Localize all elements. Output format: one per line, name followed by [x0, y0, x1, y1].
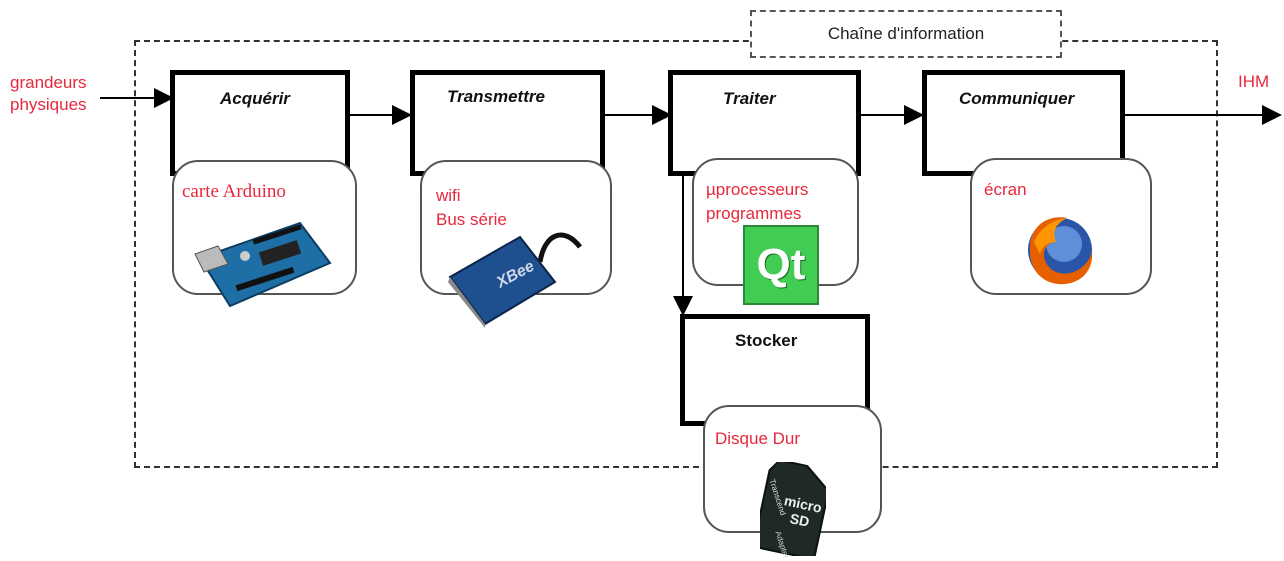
block-stocker-title: Stocker	[735, 331, 798, 350]
input-label: grandeurs physiques	[10, 72, 87, 116]
card-communiquer-text: écran	[984, 180, 1027, 199]
card-traiter-text: µprocesseurs programmes	[706, 178, 808, 226]
card-transmettre-line-2: Bus série	[436, 210, 507, 229]
block-acquerir-title: Acquérir	[220, 89, 290, 108]
card-acquerir-text: carte Arduino	[182, 181, 286, 202]
output-label: IHM	[1238, 72, 1270, 91]
chain-frame	[134, 40, 1218, 468]
input-label-line-1: grandeurs	[10, 73, 87, 92]
card-traiter-line-1: µprocesseurs	[706, 180, 809, 199]
block-transmettre-title: Transmettre	[447, 87, 545, 106]
card-transmettre-line-1: wifi	[436, 186, 461, 205]
input-label-line-2: physiques	[10, 95, 87, 114]
card-stocker-text: Disque Dur	[715, 429, 801, 448]
microsd-card-shape	[760, 462, 826, 556]
xbee-module-icon: XBee	[448, 232, 582, 328]
block-transmettre: Transmettre	[410, 70, 605, 176]
card-traiter-line-2: programmes	[706, 204, 802, 223]
arduino-board-icon	[194, 221, 332, 308]
card-transmettre-text: wifi Bus série	[436, 184, 507, 232]
chain-title: Chaîne d'information	[750, 10, 1062, 58]
firefox-logo-icon	[1028, 217, 1093, 285]
qt-logo-icon: Qt	[743, 225, 819, 305]
microsd-card-icon: Transcend micro SD Adapter	[760, 462, 826, 559]
block-traiter-title: Traiter	[723, 89, 776, 108]
block-communiquer-title: Communiquer	[959, 89, 1075, 108]
qt-logo-text: Qt	[756, 240, 806, 289]
block-acquerir: Acquérir	[170, 70, 350, 176]
